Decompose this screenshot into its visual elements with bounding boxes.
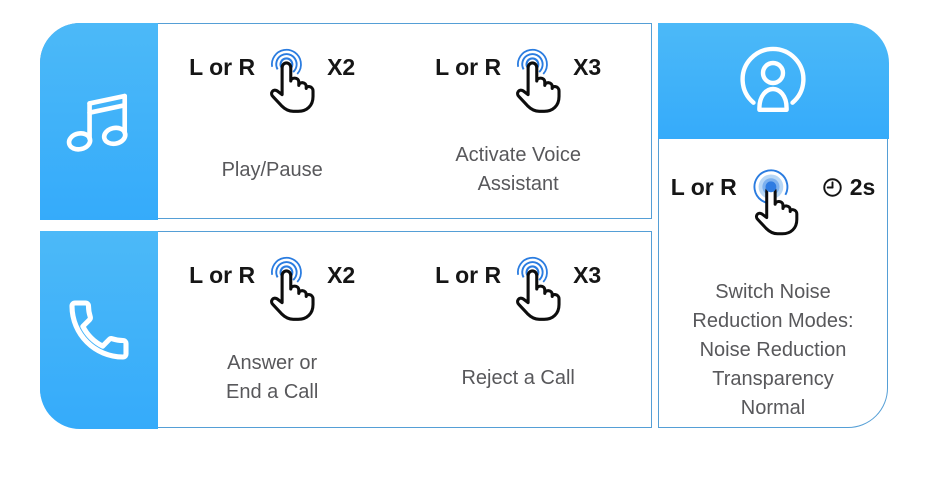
earbud-side-label: L or R: [189, 54, 256, 80]
music-controls-panel: L or R X2 Play/Pause L or R: [39, 22, 652, 220]
call-controls-panel: L or R X2 Answer or End a Call L or: [39, 230, 652, 429]
gesture-row: L or R X3: [435, 48, 602, 113]
phone-panel-content: L or R X2 Answer or End a Call L or: [159, 232, 651, 427]
action-caption: Activate Voice Assistant: [455, 144, 581, 195]
tap-count-label: X3: [573, 262, 602, 288]
action-caption: Play/Pause: [221, 158, 323, 181]
tap-count-label: X2: [327, 54, 356, 80]
music-note-icon: [66, 93, 128, 152]
phone-icon: [68, 299, 129, 360]
gesture-row: L or R 2s: [670, 168, 876, 236]
action-caption: Answer or End a Call: [226, 352, 319, 403]
tap-gesture-icon: [516, 48, 561, 113]
anc-panel-content: L or R 2s Switch Noise Reduction Modes: [659, 138, 887, 427]
gesture-row: L or R X3: [435, 256, 602, 321]
gesture-row: L or R X2: [189, 48, 356, 113]
action-caption: Switch Noise Reduction Modes: Noise Redu…: [692, 281, 854, 419]
anc-panel-header: [657, 22, 889, 139]
tap-count-label: X2: [327, 262, 356, 288]
earbud-side-label: L or R: [670, 174, 737, 200]
music-panel-content: L or R X2 Play/Pause L or R: [159, 24, 651, 218]
phone-panel-sidebar: [39, 230, 158, 429]
earbud-side-label: L or R: [435, 54, 502, 80]
music-gesture-triple-tap: L or R X3 Activate Voice Assistant: [385, 24, 651, 218]
music-gesture-double-tap: L or R X2 Play/Pause: [159, 24, 385, 218]
press-hold-gesture-icon: [753, 169, 799, 236]
hold-duration-label: 2s: [849, 174, 876, 200]
tap-gesture-icon: [516, 256, 561, 321]
user-profile-icon: [740, 46, 806, 112]
earbud-side-label: L or R: [435, 262, 502, 288]
tap-count-label: X3: [573, 54, 602, 80]
phone-gesture-double-tap: L or R X2 Answer or End a Call: [159, 232, 385, 427]
noise-control-panel: L or R 2s Switch Noise Reduction Modes: [657, 22, 889, 428]
action-caption: Reject a Call: [461, 366, 575, 389]
music-panel-sidebar: [39, 22, 158, 220]
earbud-side-label: L or R: [189, 262, 256, 288]
clock-icon: [823, 178, 842, 197]
phone-gesture-triple-tap: L or R X3 Reject a Call: [385, 232, 651, 427]
gesture-row: L or R X2: [189, 256, 356, 321]
tap-gesture-icon: [270, 256, 315, 321]
tap-gesture-icon: [270, 48, 315, 113]
